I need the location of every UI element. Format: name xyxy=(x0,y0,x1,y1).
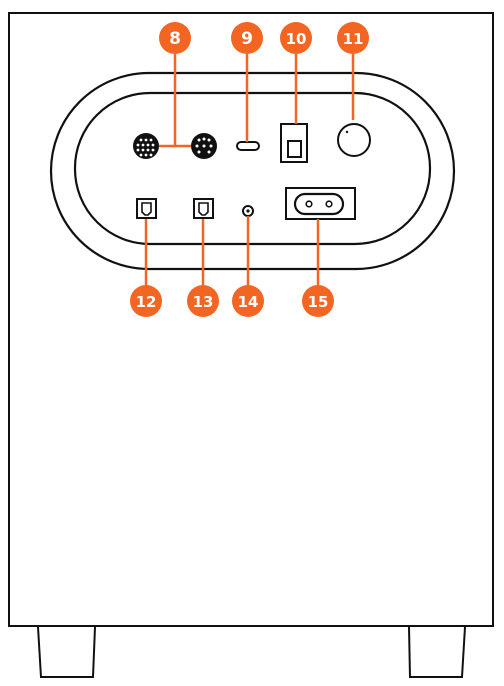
callout-10: 10 xyxy=(280,22,312,54)
svg-text:10: 10 xyxy=(286,30,307,48)
ac-power-inlet xyxy=(285,187,356,220)
svg-text:8: 8 xyxy=(169,29,181,49)
svg-text:11: 11 xyxy=(343,30,364,48)
cabinet-body xyxy=(8,12,494,627)
callout-14: 14 xyxy=(232,285,264,317)
callout-12: 12 xyxy=(130,285,162,317)
svg-text:12: 12 xyxy=(136,293,157,311)
callout-9: 9 xyxy=(231,22,263,54)
round-button-dot xyxy=(345,130,349,134)
power-switch xyxy=(280,123,308,163)
callout-11: 11 xyxy=(337,22,369,54)
leader-lines xyxy=(144,54,355,285)
optical-port-right xyxy=(193,198,214,219)
foot-left xyxy=(37,626,96,678)
svg-text:15: 15 xyxy=(308,293,329,311)
callout-15: 15 xyxy=(302,285,334,317)
callout-13: 13 xyxy=(187,285,219,317)
svg-text:14: 14 xyxy=(238,293,259,311)
callout-8: 8 xyxy=(159,22,191,54)
panel-outer-ring xyxy=(49,71,456,271)
din-connector-right xyxy=(191,133,217,159)
round-button xyxy=(337,123,371,157)
svg-text:13: 13 xyxy=(193,293,214,311)
din-connector-left xyxy=(133,133,159,159)
panel-inner-ring xyxy=(73,91,432,246)
optical-port-left xyxy=(136,198,157,219)
foot-right xyxy=(408,626,466,678)
svg-text:9: 9 xyxy=(241,29,253,49)
